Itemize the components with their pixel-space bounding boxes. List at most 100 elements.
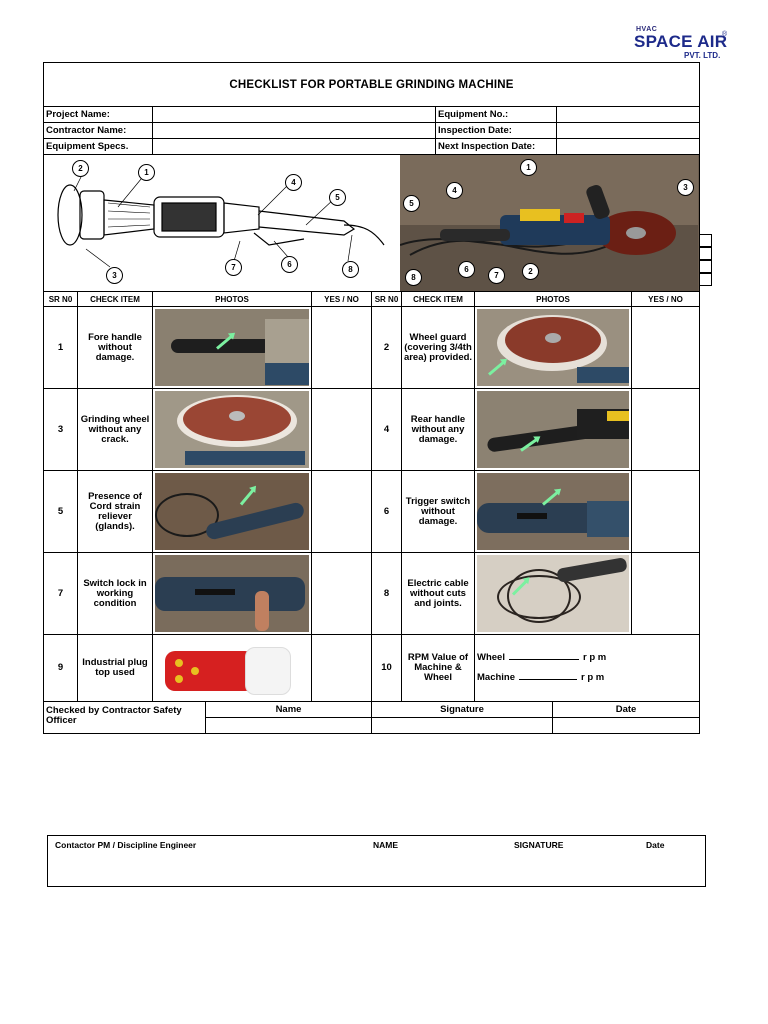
photo-callout-4: 4 <box>446 182 463 199</box>
header-sr-right: SR N0 <box>372 292 402 306</box>
pm-name-label: NAME <box>373 840 399 850</box>
table-row: 3 Grinding wheel without any crack. 4 Re… <box>44 389 699 471</box>
photo-callout-6: 6 <box>458 261 475 278</box>
sign-off-date-field[interactable] <box>553 718 699 733</box>
sign-off-date-column: Date <box>553 702 699 733</box>
logo-name: SPACE AIR <box>634 32 728 51</box>
sign-off-label: Checked by Contractor Safety Officer <box>44 702 206 733</box>
info-row-3: Equipment Specs. Next Inspection Date: <box>44 139 699 155</box>
check-item: Switch lock in working condition <box>78 553 153 634</box>
sr-number: 3 <box>44 389 78 470</box>
header-check-item-left: CHECK ITEM <box>78 292 153 306</box>
next-inspection-date-field[interactable] <box>557 139 699 154</box>
header-yes-no-right: YES / NO <box>648 294 683 304</box>
logo-prefix: HVAC <box>636 26 658 33</box>
check-item: RPM Value of Machine & Wheel <box>402 635 475 701</box>
rpm-values: Wheel r p m Machine r p m <box>475 635 699 701</box>
grinder-photo: 1 2 3 4 5 6 7 8 <box>400 155 699 291</box>
side-tabs <box>700 234 712 286</box>
check-item: Industrial plug top used <box>78 635 153 701</box>
sr-number: 7 <box>44 553 78 634</box>
sign-off-signature-header: Signature <box>372 702 552 718</box>
grinder-line-drawing: 1 2 3 4 5 6 7 8 <box>44 155 400 291</box>
yes-no-cell[interactable] <box>632 471 699 552</box>
photo-trigger-switch <box>475 471 632 552</box>
pm-approval-box: Contactor PM / Discipline Engineer NAME … <box>47 835 706 887</box>
yes-no-cell[interactable] <box>632 307 699 388</box>
pm-role-label: Contactor PM / Discipline Engineer <box>55 840 197 850</box>
rpm-machine-field[interactable] <box>519 679 578 680</box>
yes-no-cell[interactable] <box>632 389 699 470</box>
project-name-field[interactable] <box>153 107 436 122</box>
table-row: 9 Industrial plug top used 10 RPM Value … <box>44 635 699 702</box>
check-item: Trigger switch without damage. <box>402 471 475 552</box>
check-item: Presence of Cord strain reliever (glands… <box>78 471 153 552</box>
yes-no-cell[interactable] <box>312 553 372 634</box>
photo-electric-cable <box>475 553 632 634</box>
table-row: 5 Presence of Cord strain reliever (glan… <box>44 471 699 553</box>
diagram-callout-6: 6 <box>281 256 298 273</box>
rpm-machine-line: Machine r p m <box>477 673 604 683</box>
yes-no-cell[interactable] <box>632 553 699 634</box>
grinder-photo-svg <box>400 155 698 291</box>
header-photos-right: PHOTOS <box>475 292 632 306</box>
rpm-wheel-line: Wheel r p m <box>477 653 606 663</box>
diagram-callout-5: 5 <box>329 189 346 206</box>
photo-callout-7: 7 <box>488 267 505 284</box>
equipment-no-label: Equipment No.: <box>436 107 557 122</box>
sign-off-signature-field[interactable] <box>372 718 552 733</box>
equipment-no-field[interactable] <box>557 107 699 122</box>
yes-no-cell[interactable] <box>312 389 372 470</box>
pm-date-label: Date <box>646 840 665 850</box>
rpm-wheel-field[interactable] <box>508 659 579 660</box>
sr-number: 8 <box>372 553 402 634</box>
yes-no-cell[interactable] <box>312 635 372 701</box>
pm-signature-label: SIGNATURE <box>514 840 564 850</box>
photo-callout-8: 8 <box>405 269 422 286</box>
sr-number: 4 <box>372 389 402 470</box>
next-inspection-date-label: Next Inspection Date: <box>436 139 557 154</box>
info-row-2: Contractor Name: Inspection Date: <box>44 123 699 139</box>
sign-off-name-field[interactable] <box>206 718 371 733</box>
checklist-sheet: CHECKLIST FOR PORTABLE GRINDING MACHINE … <box>43 62 700 734</box>
sr-number: 9 <box>44 635 78 701</box>
header-check-item-right: CHECK ITEM <box>402 292 475 306</box>
check-item: Wheel guard (covering 3/4th area) provid… <box>402 307 475 388</box>
check-item: Grinding wheel without any crack. <box>78 389 153 470</box>
photo-callout-3: 3 <box>677 179 694 196</box>
rpm-machine-label: Machine <box>477 672 516 683</box>
photo-wheel-guard <box>475 307 632 388</box>
table-header: SR N0 CHECK ITEM PHOTOS YES / NO SR N0 C… <box>44 292 699 307</box>
header-photos-left: PHOTOS <box>153 292 312 306</box>
yes-no-cell[interactable] <box>312 307 372 388</box>
photo-callout-2: 2 <box>522 263 539 280</box>
diagram-callout-4: 4 <box>285 174 302 191</box>
photo-callout-1: 1 <box>520 159 537 176</box>
sign-off-name-column: Name <box>206 702 372 733</box>
diagram-callout-2: 2 <box>72 160 89 177</box>
contractor-name-label: Contractor Name: <box>44 123 153 138</box>
sr-number: 2 <box>372 307 402 388</box>
check-item: Fore handle without damage. <box>78 307 153 388</box>
sr-number: 1 <box>44 307 78 388</box>
photo-grinding-wheel <box>153 389 312 470</box>
sr-number: 10 <box>372 635 402 701</box>
diagram-section: 1 2 3 4 5 6 7 8 1 2 <box>44 155 699 292</box>
yes-no-cell[interactable] <box>312 471 372 552</box>
equipment-specs-field[interactable] <box>153 139 436 154</box>
header-yes-no-left: YES / NO <box>312 292 372 306</box>
check-item: Electric cable without cuts and joints. <box>402 553 475 634</box>
sign-off-signature-column: Signature <box>372 702 553 733</box>
inspection-date-field[interactable] <box>557 123 699 138</box>
indicator-arrow <box>239 488 256 506</box>
equipment-specs-label: Equipment Specs. <box>44 139 153 154</box>
rpm-machine-unit: r p m <box>581 672 605 683</box>
rpm-wheel-label: Wheel <box>477 652 505 663</box>
contractor-name-field[interactable] <box>153 123 436 138</box>
sr-number: 6 <box>372 471 402 552</box>
check-item: Rear handle without any damage. <box>402 389 475 470</box>
photo-switch-lock <box>153 553 312 634</box>
contractor-sign-off: Checked by Contractor Safety Officer Nam… <box>44 702 699 733</box>
logo-registered-mark: ® <box>722 31 728 38</box>
diagram-callout-8: 8 <box>342 261 359 278</box>
